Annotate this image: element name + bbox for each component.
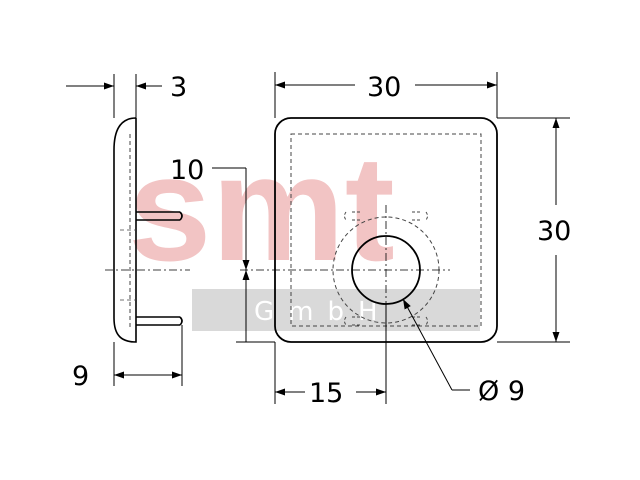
dim-offset-horizontal bbox=[274, 304, 387, 404]
dim-offset-vertical bbox=[212, 167, 275, 343]
dim-thickness bbox=[66, 74, 162, 118]
side-view bbox=[105, 117, 190, 343]
dim-hole-diameter bbox=[402, 298, 470, 391]
dim-hole-diameter-label: Ø 9 bbox=[478, 376, 525, 407]
dim-offset-horizontal-label: 15 bbox=[309, 378, 343, 409]
dim-width bbox=[274, 72, 498, 118]
watermark: smt GmbH bbox=[128, 124, 480, 331]
dim-width-label: 30 bbox=[367, 72, 401, 103]
dim-offset-vertical-label: 10 bbox=[170, 155, 204, 186]
watermark-band bbox=[192, 289, 480, 331]
watermark-brand: smt bbox=[128, 124, 395, 292]
cap-profile bbox=[113, 117, 137, 343]
dim-pin-length-label: 9 bbox=[72, 361, 89, 392]
dim-height bbox=[497, 117, 570, 343]
dim-thickness-label: 3 bbox=[170, 72, 187, 103]
dim-pin-length bbox=[113, 325, 183, 386]
dim-height-label: 30 bbox=[537, 216, 571, 247]
